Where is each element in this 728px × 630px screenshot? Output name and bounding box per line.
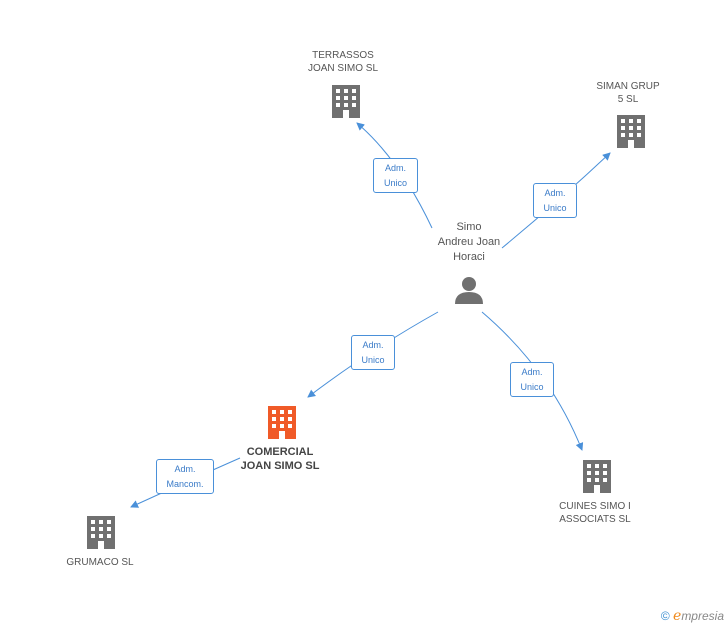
empresia-watermark[interactable]: © empresia <box>661 608 724 624</box>
edge-label-line: Adm. <box>362 340 384 350</box>
person-name-line: Horaci <box>453 251 485 263</box>
building-icon[interactable] <box>87 516 115 549</box>
company-label-line: 5 SL <box>617 94 639 105</box>
company-label-cuines[interactable]: CUINES SIMO I ASSOCIATS SL <box>535 500 655 526</box>
company-label-line: JOAN SIMO SL <box>240 460 320 472</box>
building-icon[interactable] <box>617 115 645 148</box>
edge-label-line: Mancom. <box>166 479 204 489</box>
company-label-line: TERRASSOS <box>312 50 374 61</box>
edge-label-line: Adm. <box>174 464 196 474</box>
edge-label-grumaco: Adm. Mancom. <box>156 459 214 494</box>
edge-label-line: Unico <box>520 382 544 392</box>
company-label-line: ASSOCIATS SL <box>559 514 631 525</box>
company-label-line: CUINES SIMO I <box>559 501 631 512</box>
company-label-line: SIMAN GRUP <box>596 81 660 92</box>
copyright-symbol: © <box>660 609 670 623</box>
company-label-line: COMERCIAL <box>246 446 314 458</box>
company-label-line: GRUMACO SL <box>66 557 134 568</box>
person-icon[interactable] <box>455 277 483 304</box>
building-icon[interactable] <box>332 85 360 118</box>
person-name[interactable]: Simo Andreu Joan Horaci <box>419 220 519 265</box>
edge-label-comercial: Adm. Unico <box>351 335 395 370</box>
company-label-terrassos[interactable]: TERRASSOS JOAN SIMO SL <box>283 49 403 75</box>
edge-label-terrassos: Adm. Unico <box>373 158 418 193</box>
edge-label-line: Unico <box>361 355 385 365</box>
person-name-line: Simo <box>456 221 482 233</box>
edge-label-line: Adm. <box>521 367 543 377</box>
edge-label-line: Adm. <box>384 163 406 173</box>
edge-label-line: Unico <box>383 178 407 188</box>
edge-label-line: Adm. <box>544 188 566 198</box>
company-label-grumaco[interactable]: GRUMACO SL <box>50 556 150 569</box>
company-label-line: JOAN SIMO SL <box>307 63 378 74</box>
building-icon[interactable] <box>268 406 296 439</box>
edge-label-line: Unico <box>543 203 567 213</box>
edge-label-cuines: Adm. Unico <box>510 362 554 397</box>
brand-logo-e: e <box>673 608 682 624</box>
person-name-line: Andreu Joan <box>437 236 501 248</box>
brand-logo-rest: mpresia <box>681 609 724 623</box>
edge-label-siman: Adm. Unico <box>533 183 577 218</box>
company-label-siman[interactable]: SIMAN GRUP 5 SL <box>578 80 678 106</box>
company-label-comercial[interactable]: COMERCIAL JOAN SIMO SL <box>220 445 340 473</box>
building-icon[interactable] <box>583 460 611 493</box>
